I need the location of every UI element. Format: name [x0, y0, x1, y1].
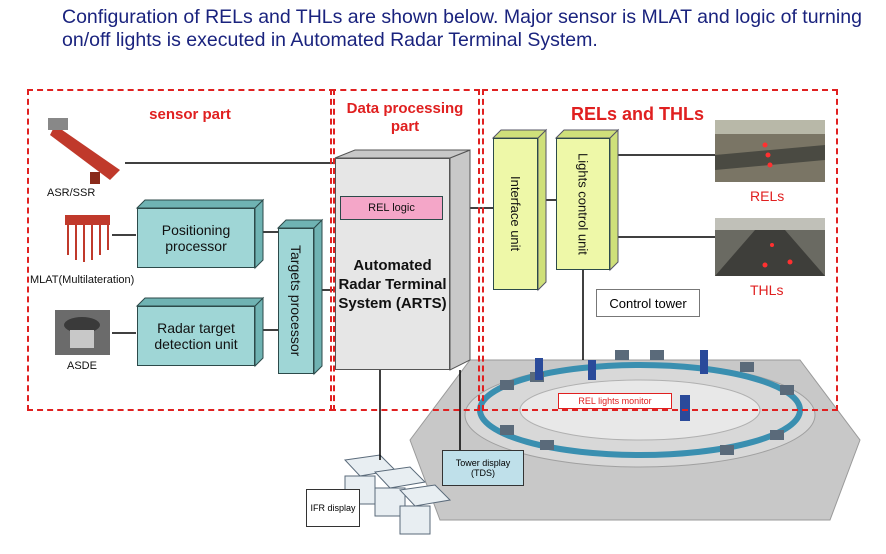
- mlat-label: MLAT(Multilateration): [30, 274, 135, 286]
- interface-unit-block: Interface unit: [493, 138, 538, 290]
- rels-photo: [715, 120, 825, 182]
- asr-ssr-label: ASR/SSR: [47, 187, 96, 199]
- sensor-region: [27, 89, 335, 411]
- rels-label: RELs: [750, 188, 785, 204]
- thls-photo: [715, 218, 825, 276]
- data-processing-region-label: Data processing part: [346, 100, 464, 135]
- targets-processor-block: Targets processor: [278, 228, 314, 374]
- radar-target-detection-block: Radar target detection unit: [137, 306, 255, 366]
- asde-radar-icon: [55, 310, 110, 355]
- lights-control-unit-block: Lights control unit: [556, 138, 610, 270]
- page-title: Configuration of RELs and THLs are shown…: [62, 6, 862, 51]
- thls-label: THLs: [750, 282, 784, 298]
- data-processing-region: [330, 89, 480, 411]
- ifr-display-label: IFR display: [306, 489, 360, 527]
- tower-display-label: Tower display (TDS): [442, 450, 524, 486]
- radar-antenna-icon: [48, 118, 120, 184]
- asde-label: ASDE: [67, 360, 97, 372]
- positioning-processor-block: Positioning processor: [137, 208, 255, 268]
- control-tower-label: Control tower: [596, 289, 700, 317]
- arts-label: Automated Radar Terminal System (ARTS): [338, 256, 447, 312]
- rels-thls-region: [482, 89, 838, 411]
- mlat-antenna-icon: [65, 215, 110, 262]
- rels-thls-region-label: RELs and THLs: [570, 104, 704, 124]
- rel-lights-monitor-label: REL lights monitor: [558, 393, 672, 409]
- arts-block: Automated Radar Terminal System (ARTS): [335, 158, 450, 370]
- sensor-region-label: sensor part: [149, 106, 231, 123]
- rel-logic-block: REL logic: [340, 196, 443, 220]
